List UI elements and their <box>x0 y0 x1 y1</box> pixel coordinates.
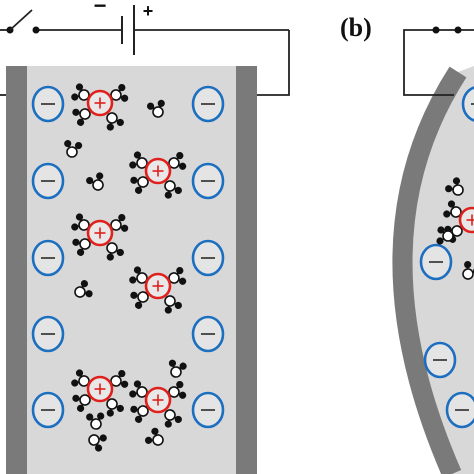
anion-icon <box>423 341 457 379</box>
right-electrode-a <box>236 66 257 474</box>
switch-icon-b <box>432 26 462 34</box>
anion-icon <box>191 85 225 123</box>
anion-icon <box>445 391 474 429</box>
left-electrode-a <box>6 66 27 474</box>
panel-b: (b) <box>340 13 474 474</box>
anion-icon <box>191 315 225 353</box>
anion-icon <box>31 239 65 277</box>
battery-negative-sign: − <box>94 0 107 18</box>
anion-icon <box>191 239 225 277</box>
battery-positive-sign: + <box>143 1 154 21</box>
switch-icon <box>6 9 40 34</box>
anion-icon <box>31 162 65 200</box>
panel-a: − + <box>0 0 290 474</box>
anion-icon <box>31 315 65 353</box>
anion-icon <box>31 85 65 123</box>
panel-b-label: (b) <box>340 13 372 42</box>
external-circuit-a <box>0 29 290 96</box>
anion-icon <box>419 243 453 281</box>
anion-icon <box>191 162 225 200</box>
anion-icon <box>31 391 65 429</box>
anion-icon <box>191 391 225 429</box>
battery-icon <box>121 5 135 55</box>
curved-electrode-b <box>392 66 467 474</box>
